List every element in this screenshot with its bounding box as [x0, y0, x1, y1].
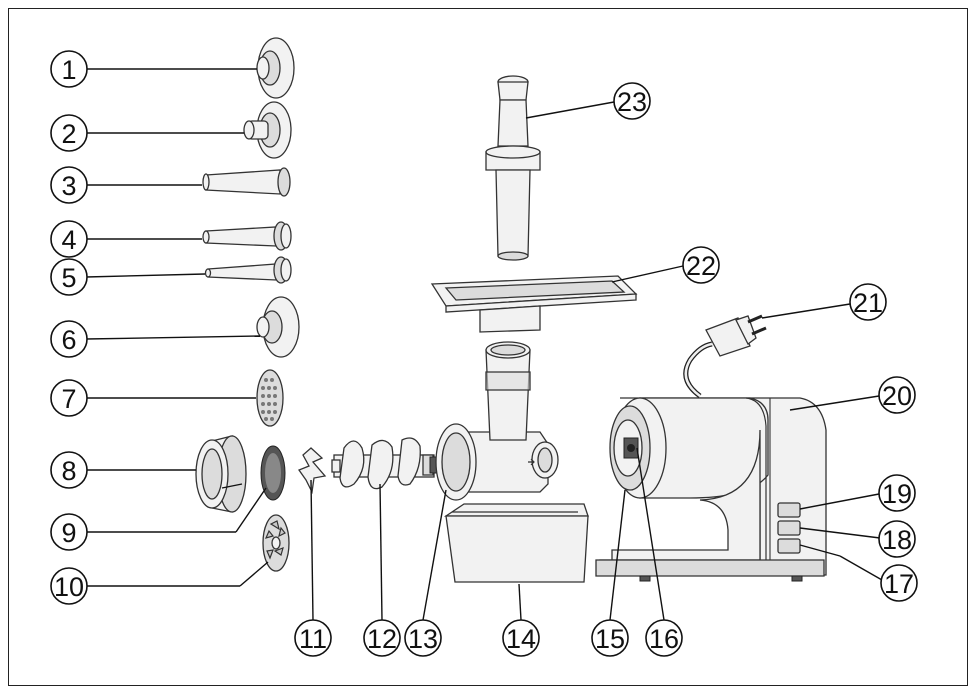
callout-6-label: 6 — [61, 325, 76, 355]
leader-23 — [525, 101, 615, 119]
callout-6: 6 — [50, 320, 88, 358]
leader-21 — [761, 303, 851, 319]
callout-11-label: 11 — [299, 624, 327, 654]
callout-2-label: 2 — [61, 119, 76, 149]
callout-9: 9 — [50, 513, 88, 551]
callout-13-label: 13 — [408, 624, 438, 654]
part-9-drawing — [260, 445, 286, 501]
callout-2: 2 — [50, 114, 88, 152]
part-6-drawing — [256, 296, 300, 358]
leader-20 — [789, 395, 880, 411]
callout-10-label: 10 — [54, 572, 84, 602]
part-14-drawing — [443, 503, 589, 583]
callout-8: 8 — [50, 451, 88, 489]
callout-18-label: 18 — [882, 525, 912, 555]
callout-9-label: 9 — [61, 518, 76, 548]
callout-21: 21 — [849, 283, 887, 321]
part-11-drawing — [297, 447, 327, 495]
callout-7: 7 — [50, 379, 88, 417]
callout-5-label: 5 — [61, 263, 76, 293]
part-22-drawing — [430, 275, 638, 333]
callout-12-label: 12 — [367, 624, 397, 654]
callout-10: 10 — [50, 567, 88, 605]
callout-1: 1 — [50, 50, 88, 88]
leader-13 — [422, 489, 447, 621]
leader-12 — [379, 483, 383, 621]
callout-17: 17 — [880, 564, 918, 602]
callout-13: 13 — [404, 619, 442, 657]
leader-22 — [611, 265, 684, 283]
part-23-drawing — [485, 75, 541, 261]
callout-4-label: 4 — [61, 225, 76, 255]
callout-22: 22 — [682, 246, 720, 284]
leader-lines — [85, 68, 883, 621]
part-21-drawing — [683, 314, 767, 399]
leader-9b — [235, 487, 267, 533]
callout-15: 15 — [591, 619, 629, 657]
part-12-drawing — [331, 437, 445, 490]
callout-7-label: 7 — [61, 384, 76, 414]
callout-19-label: 19 — [882, 479, 912, 509]
callout-5: 5 — [50, 258, 88, 296]
leader-17b — [839, 555, 883, 581]
callout-18: 18 — [878, 520, 916, 558]
callout-15-label: 15 — [595, 624, 625, 654]
callout-20-label: 20 — [882, 381, 912, 411]
leader-11 — [310, 479, 314, 621]
callout-1-label: 1 — [61, 55, 76, 85]
part-7-drawing — [256, 369, 284, 427]
part-8-drawing — [195, 435, 247, 513]
callout-8-label: 8 — [61, 456, 76, 486]
part-15-16-drawing — [609, 397, 667, 499]
callout-23: 23 — [613, 82, 651, 120]
callout-4: 4 — [50, 220, 88, 258]
part-17-18-19-drawing — [777, 502, 801, 554]
part-3-drawing — [202, 167, 291, 197]
part-10-drawing — [262, 514, 290, 572]
leader-15 — [609, 489, 626, 621]
callout-14: 14 — [502, 619, 540, 657]
leader-5 — [85, 273, 206, 278]
callout-22-label: 22 — [686, 251, 716, 281]
callout-21-label: 21 — [853, 288, 883, 318]
callout-11: 11 — [294, 619, 332, 657]
callout-19: 19 — [878, 474, 916, 512]
leader-6 — [85, 335, 261, 340]
part-5-drawing — [204, 256, 292, 284]
callout-16: 16 — [645, 619, 683, 657]
part-13-drawing — [435, 341, 559, 501]
leader-18 — [799, 527, 881, 539]
leader-14 — [518, 583, 522, 621]
part-2-drawing — [243, 101, 292, 159]
callout-17-label: 17 — [884, 569, 914, 599]
callout-3-label: 3 — [61, 171, 76, 201]
leader-17a — [799, 544, 841, 557]
callout-3: 3 — [50, 166, 88, 204]
callout-20: 20 — [878, 376, 916, 414]
callout-12: 12 — [363, 619, 401, 657]
part-20-drawing — [595, 397, 827, 582]
leader-16 — [636, 447, 665, 621]
callout-23-label: 23 — [617, 87, 647, 117]
callout-14-label: 14 — [506, 624, 536, 654]
leader-10b — [239, 561, 269, 587]
part-4-drawing — [202, 221, 292, 251]
callout-16-label: 16 — [649, 624, 679, 654]
diagram-frame — [8, 8, 968, 686]
part-1-drawing — [256, 37, 295, 99]
leader-19 — [799, 493, 880, 510]
